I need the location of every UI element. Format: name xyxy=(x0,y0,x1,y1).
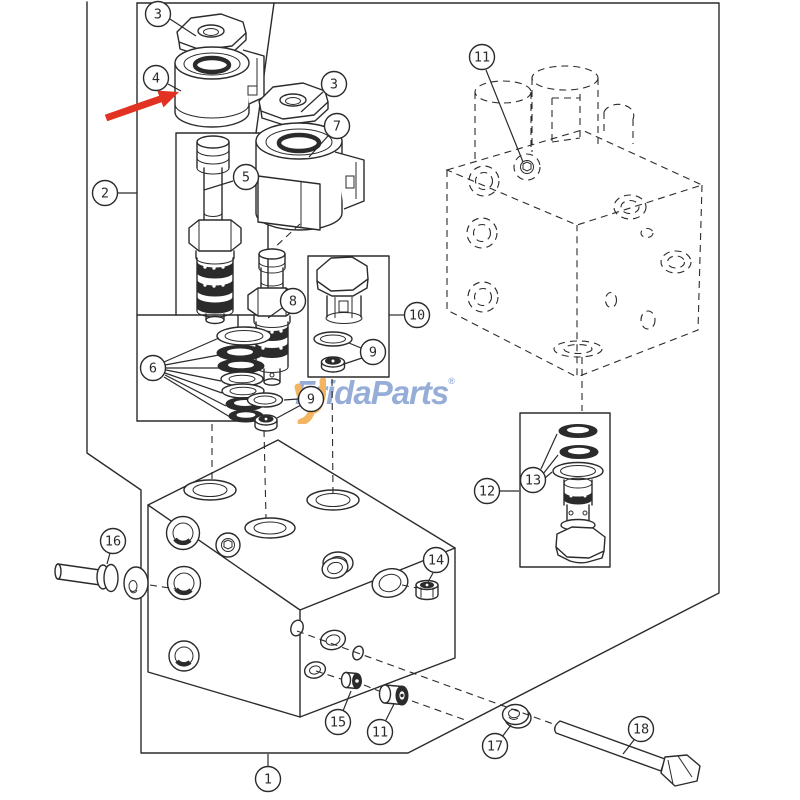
callout-3: 3 xyxy=(300,70,348,113)
part11-plug xyxy=(378,684,409,706)
svg-text:13: 13 xyxy=(525,473,541,489)
part6-seal-kit xyxy=(216,326,272,423)
reference-block-dashed xyxy=(445,65,704,378)
svg-text:3: 3 xyxy=(154,7,162,23)
box-part10 xyxy=(307,255,390,378)
main-valve-block xyxy=(147,439,456,718)
callout-13: 13 xyxy=(519,433,559,494)
svg-text:4: 4 xyxy=(152,71,160,87)
svg-text:14: 14 xyxy=(428,553,444,569)
brand-text-right: Parts xyxy=(370,374,450,411)
part4-solenoid-coil xyxy=(174,46,265,128)
callout-15: 15 xyxy=(324,690,352,736)
callout-1: 1 xyxy=(254,754,282,793)
part14-nut xyxy=(415,579,439,601)
callout-12: 12 xyxy=(473,477,519,505)
part18-bolt xyxy=(553,720,701,787)
svg-text:3: 3 xyxy=(330,77,338,93)
svg-text:7: 7 xyxy=(333,119,341,135)
part13-cartridge-seals xyxy=(552,424,606,564)
callout-7: 7 xyxy=(308,112,351,158)
svg-text:15: 15 xyxy=(330,715,346,731)
callout-18: 18 xyxy=(622,715,655,755)
part5-valve-stem xyxy=(188,135,242,325)
registered-mark: ® xyxy=(448,376,455,386)
svg-text:5: 5 xyxy=(242,170,250,186)
svg-text:2: 2 xyxy=(101,186,109,202)
callout-17: 17 xyxy=(481,724,512,760)
part9-oring-and-seat xyxy=(246,392,284,432)
callout-2: 2 xyxy=(91,179,137,207)
callout-8: 8 xyxy=(267,287,307,319)
svg-text:10: 10 xyxy=(409,308,425,324)
callout-11: 11 xyxy=(366,703,395,746)
callout-9: 9 xyxy=(343,338,387,366)
part16-bolt-and-washer xyxy=(54,563,149,600)
part15-plug xyxy=(340,671,362,690)
callout-6: 6 xyxy=(139,337,231,418)
callout-5: 5 xyxy=(203,163,260,191)
callout-3: 3 xyxy=(144,0,197,37)
svg-text:18: 18 xyxy=(633,722,649,738)
callout-16: 16 xyxy=(99,527,127,565)
box-part12 xyxy=(519,412,611,568)
svg-text:9: 9 xyxy=(369,345,377,361)
part3-hex-nut xyxy=(176,13,247,57)
svg-text:9: 9 xyxy=(307,392,315,408)
svg-text:17: 17 xyxy=(487,739,503,755)
svg-text:11: 11 xyxy=(372,725,388,741)
callout-4: 4 xyxy=(142,64,182,92)
part10-relief-valve xyxy=(313,256,369,373)
red-arrow xyxy=(104,90,179,122)
drawing-frame xyxy=(86,1,720,754)
assembly-centerlines xyxy=(149,223,583,726)
part3-hex-nut-2 xyxy=(258,82,329,126)
svg-text:16: 16 xyxy=(105,534,121,550)
callout-14: 14 xyxy=(422,546,450,583)
part17-washer xyxy=(501,703,532,729)
part7-solenoid-coil xyxy=(255,122,365,231)
svg-text:11: 11 xyxy=(474,50,490,66)
svg-text:8: 8 xyxy=(289,294,297,310)
svg-text:1: 1 xyxy=(264,772,272,788)
callout-11: 11 xyxy=(468,43,524,163)
callout-10: 10 xyxy=(389,301,431,329)
svg-text:6: 6 xyxy=(149,361,157,377)
callout-9: 9 xyxy=(276,385,325,419)
svg-text:12: 12 xyxy=(479,484,495,500)
